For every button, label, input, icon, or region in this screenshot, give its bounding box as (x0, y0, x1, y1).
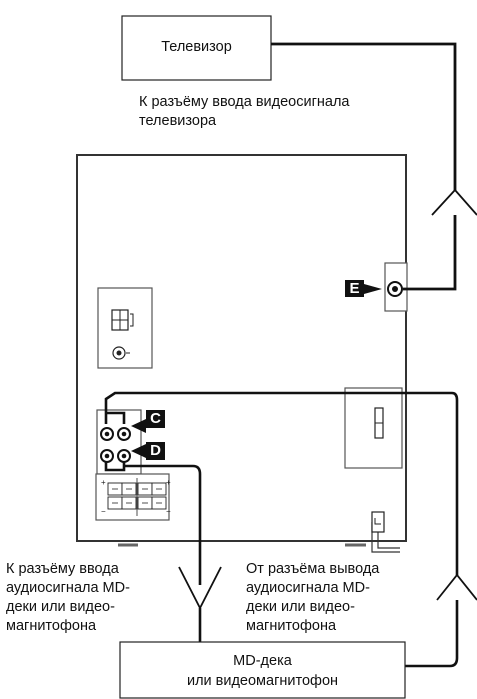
video-cable-split (431, 188, 477, 216)
am-terminal-bracket (130, 313, 134, 327)
power-plug (371, 511, 385, 533)
audio-in-cable (104, 462, 202, 643)
right-side-panel (344, 387, 403, 469)
marker-c-arrow (131, 419, 146, 433)
svg-text:+: + (166, 478, 171, 487)
md-box-label-1: MD-дека (233, 653, 292, 669)
marker-c-box (146, 410, 165, 428)
audio-jack-panel (96, 409, 142, 475)
md-box (119, 641, 406, 699)
marker-e-arrow (364, 284, 382, 294)
audio-input-label: К разъёму ввода аудиосигнала MD- деки ил… (6, 561, 130, 634)
tv-input-label: К разъёму ввода видеосигнала телевизора (139, 94, 350, 129)
svg-text:+: + (101, 478, 106, 487)
audio-out-cable-bracket (106, 411, 126, 424)
video-cable (271, 42, 457, 291)
tv-box-label: Телевизор (161, 39, 232, 55)
audio-output-label: От разъёма вывода аудиосигнала MD- деки … (246, 561, 380, 634)
marker-e-box (345, 280, 364, 297)
md-box-label-2: или видеомагнитофон (186, 673, 339, 689)
marker-d-letter: D (150, 442, 161, 459)
marker-d-arrow (131, 444, 146, 458)
marker-e-letter: E (349, 280, 360, 297)
audio-out-cable (104, 391, 459, 668)
svg-text:−: − (166, 507, 171, 516)
svg-text:−: − (101, 507, 106, 516)
marker-d-box (146, 442, 165, 460)
audio-out-cable-split (436, 573, 477, 601)
tv-box (121, 15, 272, 81)
audio-in-cable-split (178, 566, 222, 610)
marker-c-letter: C (150, 410, 161, 427)
